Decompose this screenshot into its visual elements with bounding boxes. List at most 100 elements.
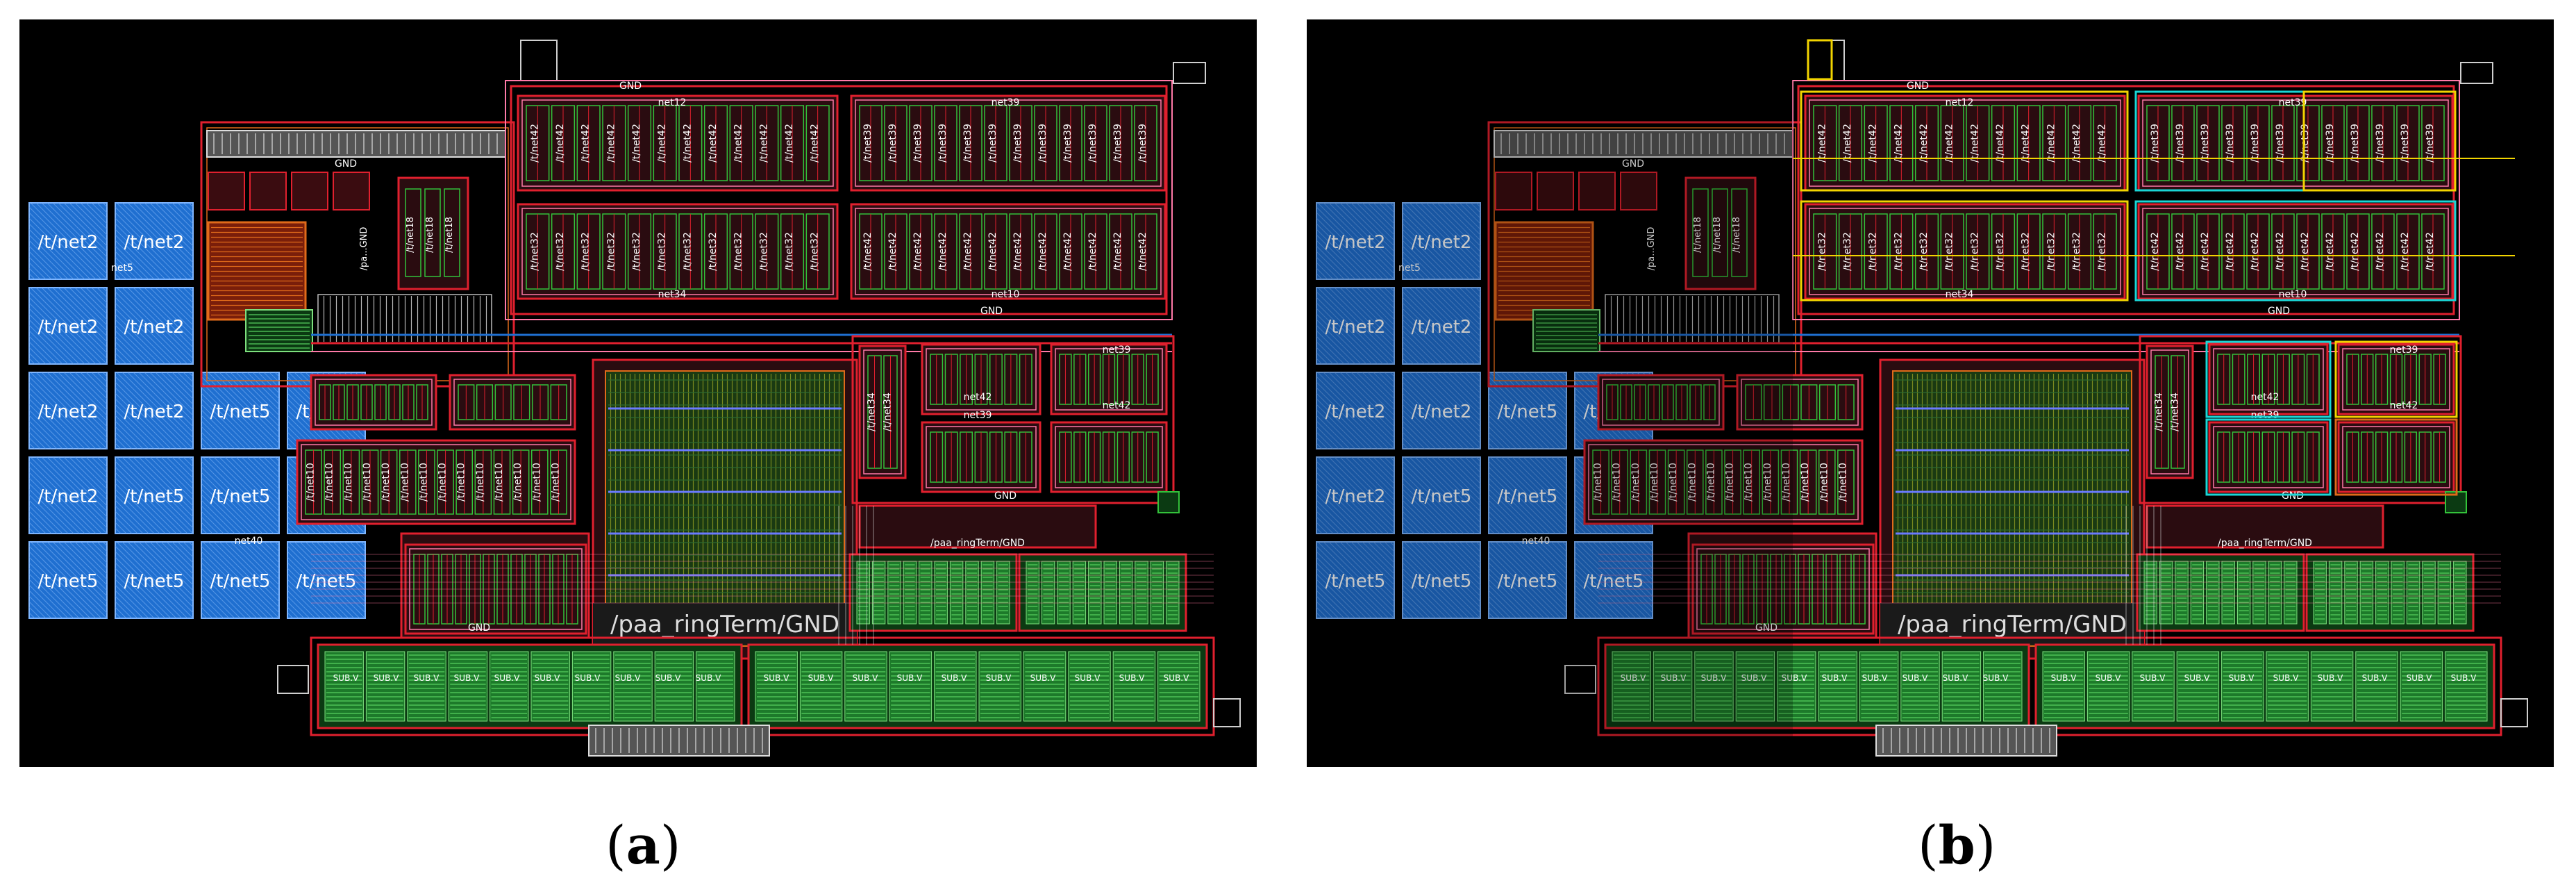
array-net12-label: /t/net42 xyxy=(1868,124,1879,163)
mid-row-label: /t/net10 xyxy=(494,463,505,502)
net42-label: net42 xyxy=(2251,392,2280,403)
cell-label: SUB.V xyxy=(2451,673,2477,683)
bottom-array-left-cell-hatch xyxy=(367,654,403,718)
bottom-array-left-cell-hatch xyxy=(697,654,733,718)
array-net34-label: /t/net32 xyxy=(605,232,617,271)
bottom-array-left-cell-hatch xyxy=(1778,654,1814,718)
mid-row-inner xyxy=(301,444,571,520)
cell-label: SUB.V xyxy=(2096,673,2121,683)
blue-tile-hatch xyxy=(28,541,108,619)
bottom-array-right-cell xyxy=(2310,651,2354,722)
array-net39-label: /t/net39 xyxy=(2425,124,2436,163)
cell-label: SUB.V xyxy=(494,673,520,683)
gnd-label: GND xyxy=(335,158,357,170)
cell-label: SUB.V xyxy=(2362,673,2388,683)
array-net39-label: /t/net39 xyxy=(2225,124,2236,163)
cell-label: SUB.V xyxy=(942,673,967,683)
gnd-top: GND xyxy=(619,81,642,92)
blue-tile-hatch xyxy=(1316,202,1395,280)
bottom-array-right-cell-hatch xyxy=(2402,654,2441,718)
array-net34-frame xyxy=(1804,203,2126,300)
lower-green-b-cell-hatch xyxy=(1028,564,1038,620)
ringterm-strip xyxy=(858,504,1097,549)
array-net12-label: /t/net42 xyxy=(1995,124,2006,163)
lower-green-a-cell-hatch xyxy=(2254,564,2265,620)
cell-label: SUB.V xyxy=(333,673,359,683)
array-net12-label: /t/net42 xyxy=(2071,124,2082,163)
bottom-array-right-cell-hatch xyxy=(891,654,930,718)
net39-label2: net39 xyxy=(964,410,992,421)
central-array-vhatch xyxy=(1897,374,2127,643)
array-net10-label: /t/net42 xyxy=(2150,232,2161,271)
blue-tile-hatch xyxy=(1402,456,1481,534)
mid-row-label: /t/net10 xyxy=(1781,463,1792,502)
net34-label: net34 xyxy=(658,289,687,300)
array-net39-label: /t/net39 xyxy=(987,124,998,163)
blue-tile-label: /t/net5 xyxy=(1498,571,1558,592)
small-cell xyxy=(1620,172,1657,210)
lower-green-a-cell-hatch xyxy=(2207,564,2218,620)
blue-tile-label: /t/net2 xyxy=(124,317,185,338)
resistor-hatch xyxy=(1498,226,1590,316)
bottom-array-left-cell xyxy=(613,651,653,722)
bottom-pad-left xyxy=(1564,665,1596,694)
blue-tile-hatch xyxy=(115,456,194,534)
cell-label: SUB.V xyxy=(535,673,560,683)
lower-green-b-cell-hatch xyxy=(2454,564,2465,620)
bottom-array-right-cell-hatch xyxy=(2133,654,2173,718)
blue-tile-label: /t/net5 xyxy=(210,402,271,422)
array-net34-label: /t/net32 xyxy=(631,232,642,271)
array-net39-inner xyxy=(2142,99,2449,187)
mid-row-label: /t/net10 xyxy=(1630,463,1641,502)
paa-ringterm-label: /paa_ringTerm/GND xyxy=(1898,611,2127,638)
blue-tile-label: /t/net2 xyxy=(38,486,99,507)
array-net12-label: /t/net42 xyxy=(733,124,744,163)
array-net34-label: /t/net32 xyxy=(733,232,744,271)
bottom-array-left-cell-hatch xyxy=(450,654,486,718)
lower-green-a-cell-hatch xyxy=(936,564,946,620)
array-net12-label: /t/net42 xyxy=(657,124,668,163)
array-net10-label: /t/net42 xyxy=(2400,232,2411,271)
bottom-array-left-cell-hatch xyxy=(1902,654,1939,718)
bottom-array-left-cell xyxy=(490,651,529,722)
mid-row-label: /t/net10 xyxy=(1762,463,1773,502)
bottom-array-left-cell-hatch xyxy=(1696,654,1732,718)
blue-tile-hatch xyxy=(115,541,194,619)
cell-label: SUB.V xyxy=(374,673,399,683)
mid-row-label: /t/net10 xyxy=(306,463,317,502)
ringterm-small-label: /paa_ringTerm/GND xyxy=(930,538,1025,549)
array-net39-label: /t/net39 xyxy=(2250,124,2261,163)
lower-green-b-cell-hatch xyxy=(1105,564,1116,620)
blue-tile-label: /t/net2 xyxy=(1325,317,1386,338)
mid-left-a-frame xyxy=(310,374,437,431)
blue-tile-label: /t/net5 xyxy=(210,571,271,592)
mid-row-label: /t/net10 xyxy=(1649,463,1660,502)
lower-left-frame xyxy=(404,543,587,635)
array-net12-label: /t/net42 xyxy=(605,124,617,163)
array-net39-label: /t/net39 xyxy=(2275,124,2286,163)
lower-green-b-cell-hatch xyxy=(2361,564,2372,620)
array-net10-label: /t/net42 xyxy=(1012,232,1023,271)
gnd-mid: GND xyxy=(980,306,1003,317)
array-net39-frame xyxy=(2137,94,2454,192)
array-net39-label: /t/net39 xyxy=(1137,124,1148,163)
array-net10-label: /t/net42 xyxy=(962,232,973,271)
array-net10-frame xyxy=(850,203,1166,300)
blue-tile-label: /t/net2 xyxy=(38,317,99,338)
mid-row-label: /t/net10 xyxy=(1687,463,1698,502)
cell-label: SUB.V xyxy=(764,673,789,683)
bottom-array-right-cell xyxy=(1068,651,1111,722)
mid-row-label: /t/net10 xyxy=(362,463,373,502)
small-green-block xyxy=(1532,309,1600,352)
mid-row-label: /t/net10 xyxy=(1705,463,1716,502)
bottom-array-right-cell-hatch xyxy=(2178,654,2218,718)
lower-green-b-cell-hatch xyxy=(1167,564,1178,620)
mid-row-label: /t/net10 xyxy=(1800,463,1811,502)
highlight-yellow xyxy=(1800,200,2129,302)
array-net12-label: /t/net42 xyxy=(2021,124,2032,163)
blue-tile-hatch xyxy=(287,541,366,619)
lower-green-a-cell-hatch xyxy=(920,564,930,620)
bottom-array-left-cell-hatch xyxy=(574,654,610,718)
array-net34-label: /t/net32 xyxy=(1842,232,1853,271)
net18-frame xyxy=(397,176,469,290)
